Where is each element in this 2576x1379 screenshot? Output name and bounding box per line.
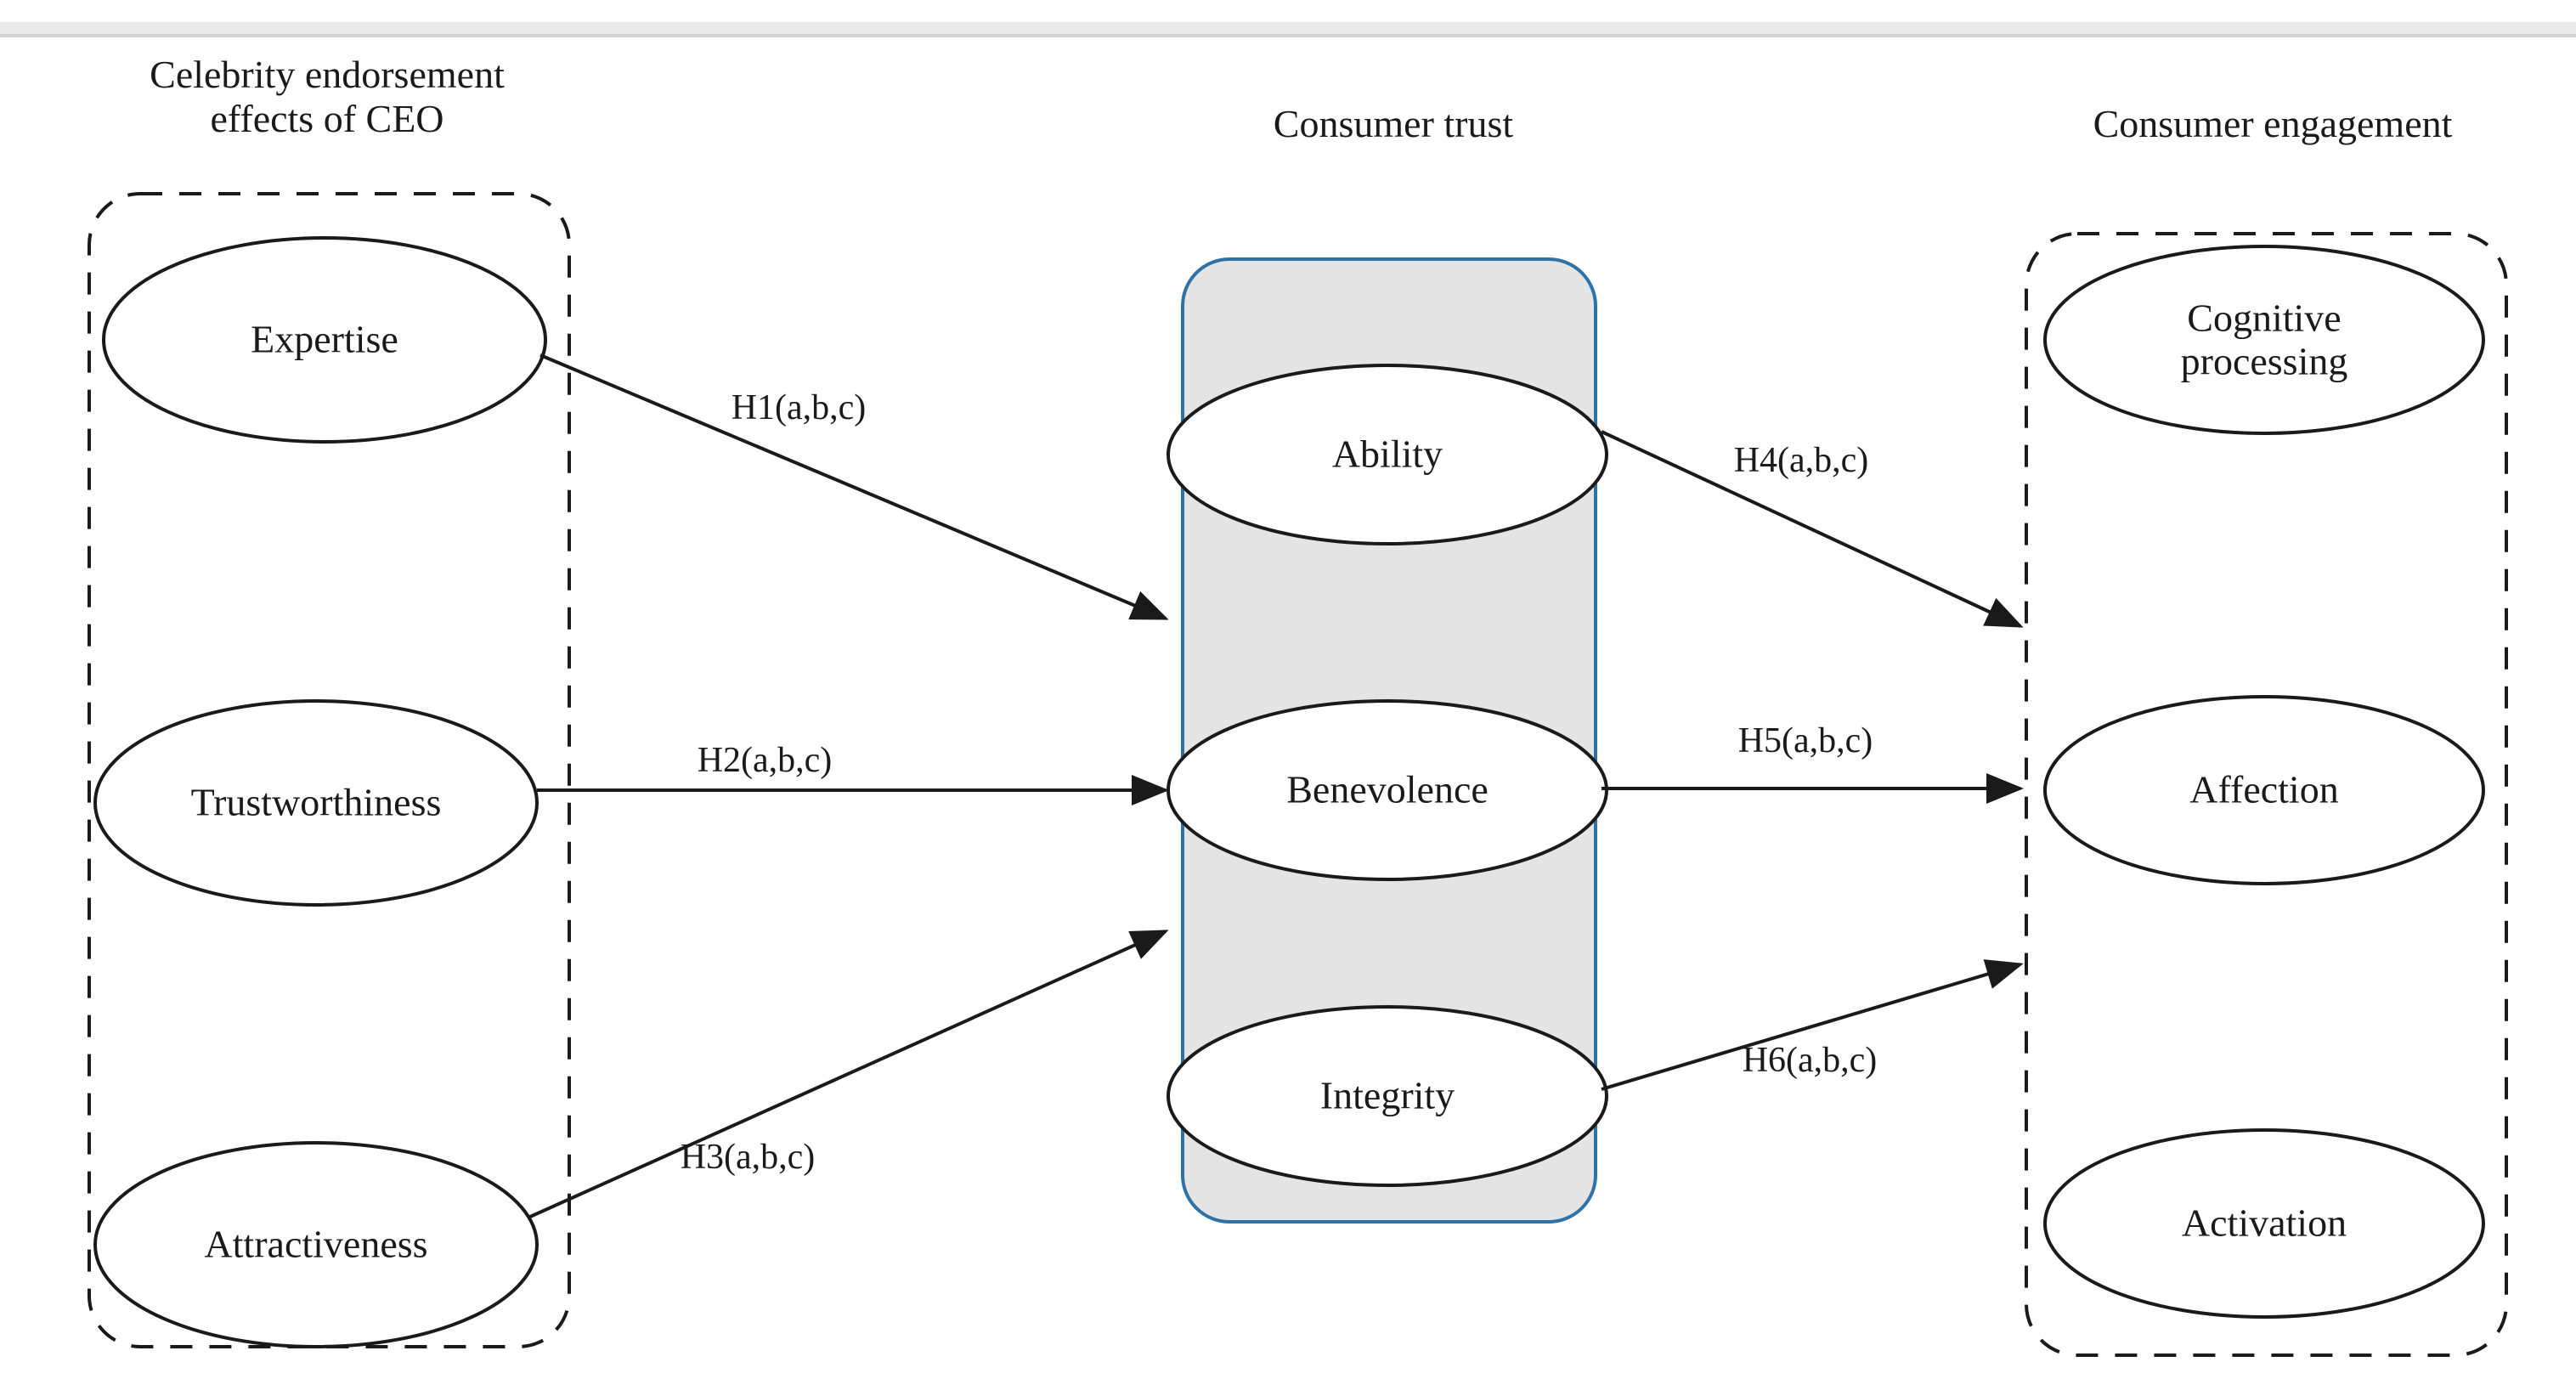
- node-cognitive-processing: [2043, 245, 2485, 435]
- edge-label-h6: H6(a,b,c): [1742, 1041, 1878, 1080]
- node-trustworthiness: [93, 699, 539, 907]
- arrow-h6: [1601, 959, 2024, 1091]
- column-title-celebrity-endorsement: Celebrity endorsement effects of CEO: [150, 53, 505, 141]
- top-divider-rule: [0, 22, 2576, 37]
- node-attractiveness: [93, 1141, 539, 1348]
- edge-label-h1: H1(a,b,c): [731, 388, 867, 427]
- arrow-h3: [529, 930, 1169, 1218]
- node-affection: [2043, 695, 2485, 885]
- node-expertise: [102, 236, 547, 444]
- edge-label-h2: H2(a,b,c): [697, 741, 833, 780]
- node-integrity: [1167, 1005, 1608, 1187]
- node-activation: [2043, 1128, 2485, 1319]
- column-title-consumer-trust: Consumer trust: [1273, 102, 1514, 145]
- edge-label-h5: H5(a,b,c): [1737, 721, 1873, 760]
- edge-label-h4: H4(a,b,c): [1733, 441, 1869, 480]
- node-benevolence: [1167, 699, 1608, 881]
- arrow-h1: [539, 353, 1169, 620]
- node-ability: [1167, 364, 1608, 545]
- column-title-consumer-engagement: Consumer engagement: [2093, 102, 2453, 145]
- arrow-h4: [1601, 430, 2024, 628]
- edge-label-h3: H3(a,b,c): [680, 1138, 816, 1177]
